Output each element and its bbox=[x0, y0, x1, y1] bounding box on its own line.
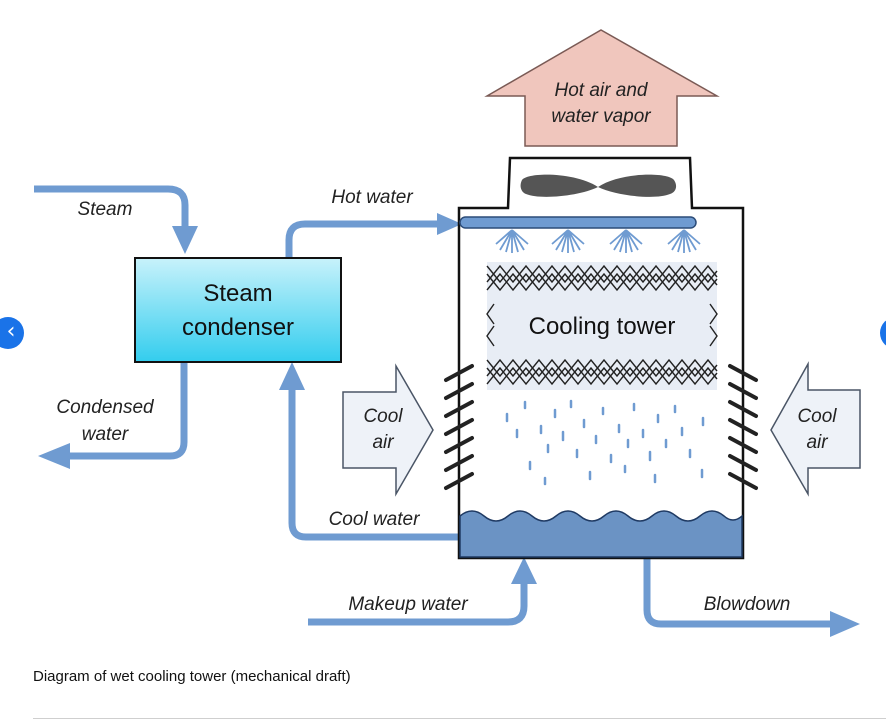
steam-arrowhead bbox=[172, 226, 198, 254]
hot-water-arrowhead bbox=[437, 213, 462, 235]
cool-air-right-label-line2: air bbox=[806, 432, 828, 453]
steam-label: Steam bbox=[78, 199, 133, 220]
chevron-left-icon: ‹ bbox=[6, 319, 16, 344]
condenser-label-line2: condenser bbox=[182, 314, 294, 341]
makeup-water-pipe bbox=[308, 582, 528, 626]
makeup-water-arrowhead bbox=[511, 557, 537, 584]
cool-air-arrow-left: Cool air bbox=[342, 363, 434, 497]
water-droplets bbox=[505, 399, 705, 486]
cooling-tower: Cooling tower bbox=[444, 156, 758, 560]
louvers-left bbox=[444, 364, 474, 490]
pipes bbox=[34, 185, 832, 628]
fan-icon bbox=[520, 174, 677, 197]
condenser-box bbox=[134, 257, 342, 363]
condenser-label-line1: Steam bbox=[203, 280, 272, 307]
blowdown-arrowhead bbox=[830, 611, 860, 637]
condensed-water-label-line1: Condensed bbox=[56, 397, 155, 418]
condensed-water-pipe bbox=[68, 362, 188, 460]
hot-air-label-line1: Hot air and bbox=[555, 80, 649, 101]
louvers-right bbox=[728, 364, 758, 490]
distribution-pipe bbox=[459, 216, 697, 229]
cool-water-label: Cool water bbox=[329, 509, 420, 530]
spray-nozzles bbox=[495, 229, 701, 253]
blowdown-pipe bbox=[643, 558, 832, 628]
cooling-tower-diagram: Steam condenser bbox=[34, 29, 861, 637]
hot-air-label-line2: water vapor bbox=[551, 106, 651, 127]
makeup-water-label: Makeup water bbox=[348, 594, 468, 615]
condensed-water-arrowhead bbox=[38, 443, 70, 469]
next-image-button[interactable]: › bbox=[880, 317, 886, 349]
hot-air-arrow: Hot air and water vapor bbox=[484, 29, 720, 147]
steam-pipe bbox=[34, 185, 189, 228]
cool-air-right-label-line1: Cool bbox=[797, 406, 837, 427]
steam-condenser: Steam condenser bbox=[134, 257, 342, 363]
cool-water-arrowhead bbox=[279, 362, 305, 390]
water-basin bbox=[459, 510, 743, 558]
hot-water-pipe bbox=[285, 220, 440, 258]
cool-air-left-label-line1: Cool bbox=[363, 406, 403, 427]
pipe-arrowheads bbox=[38, 213, 860, 637]
condensed-water-label-line2: water bbox=[82, 424, 129, 445]
cool-air-left-label-line2: air bbox=[372, 432, 394, 453]
hot-water-label: Hot water bbox=[331, 187, 413, 208]
blowdown-label: Blowdown bbox=[704, 594, 791, 615]
fill-lattice bbox=[486, 264, 718, 386]
caption-divider bbox=[33, 718, 886, 719]
cooling-tower-label: Cooling tower bbox=[529, 313, 676, 340]
cool-air-arrow-right: Cool air bbox=[770, 361, 861, 497]
cool-water-pipe bbox=[288, 388, 458, 541]
image-caption: Diagram of wet cooling tower (mechanical… bbox=[33, 668, 351, 685]
